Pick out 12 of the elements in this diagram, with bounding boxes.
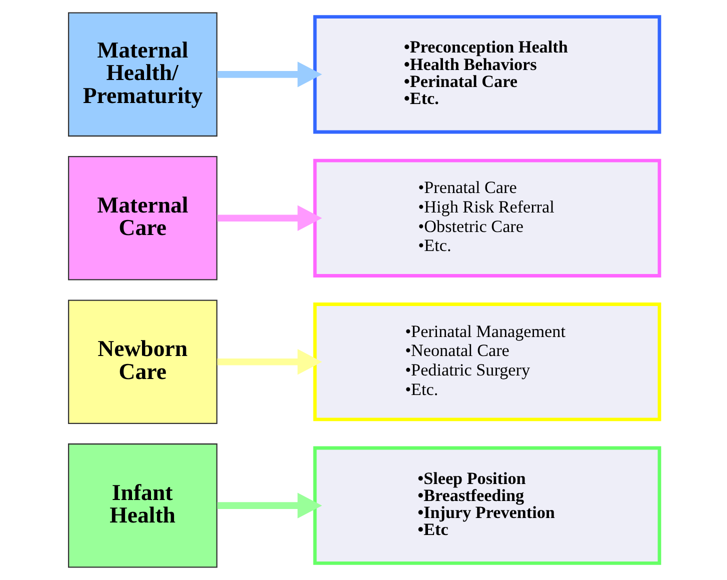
arrow bbox=[216, 62, 322, 88]
arrow bbox=[216, 492, 322, 518]
node-box: Maternal Health/ Prematurity bbox=[68, 12, 217, 137]
node-box: •Sleep Position •Breastfeeding •Injury Prevention •Etc bbox=[312, 446, 661, 565]
node-box: •Preconception Health •Health Behaviors •Perinatal Care •Etc. bbox=[312, 15, 661, 134]
node-box: Newborn Care bbox=[68, 300, 217, 424]
arrow bbox=[216, 349, 322, 375]
node-box: Maternal Care bbox=[68, 156, 217, 280]
arrow bbox=[216, 205, 322, 231]
node-box: •Prenatal Care •High Risk Referral •Obstetric Care •Etc. bbox=[312, 158, 661, 278]
node-box: Infant Health bbox=[68, 443, 217, 568]
node-box: •Perinatal Management •Neonatal Care •Pediatric Surgery •Etc. bbox=[312, 302, 661, 422]
